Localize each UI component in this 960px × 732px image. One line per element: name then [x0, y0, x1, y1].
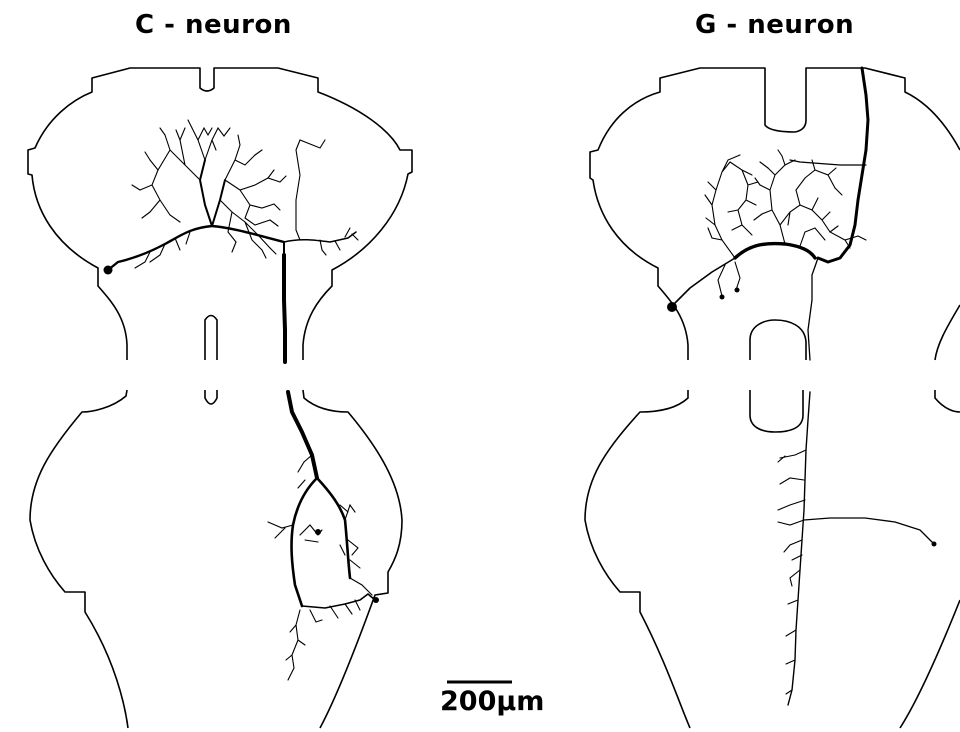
c-lower-ganglion-outline: [30, 390, 402, 728]
g-upper-ganglion-outline: [590, 68, 960, 360]
c-upper-slot: [205, 316, 217, 361]
g-neuron-panel: [585, 68, 960, 728]
c-neuron-arbor: [104, 120, 380, 680]
scale-bar-label: 200µm: [440, 686, 544, 717]
c-neuron-panel: [28, 68, 412, 728]
c-neuron-soma: [104, 266, 113, 275]
c-lower-slot: [205, 390, 217, 404]
c-upper-ganglion-outline: [28, 68, 412, 360]
g-neuron-soma: [667, 302, 677, 312]
g-lower-ganglion-outline: [585, 390, 960, 728]
g-lower-slot: [750, 390, 803, 432]
g-neuron-arbor: [667, 68, 937, 705]
g-upper-slot: [750, 320, 806, 360]
